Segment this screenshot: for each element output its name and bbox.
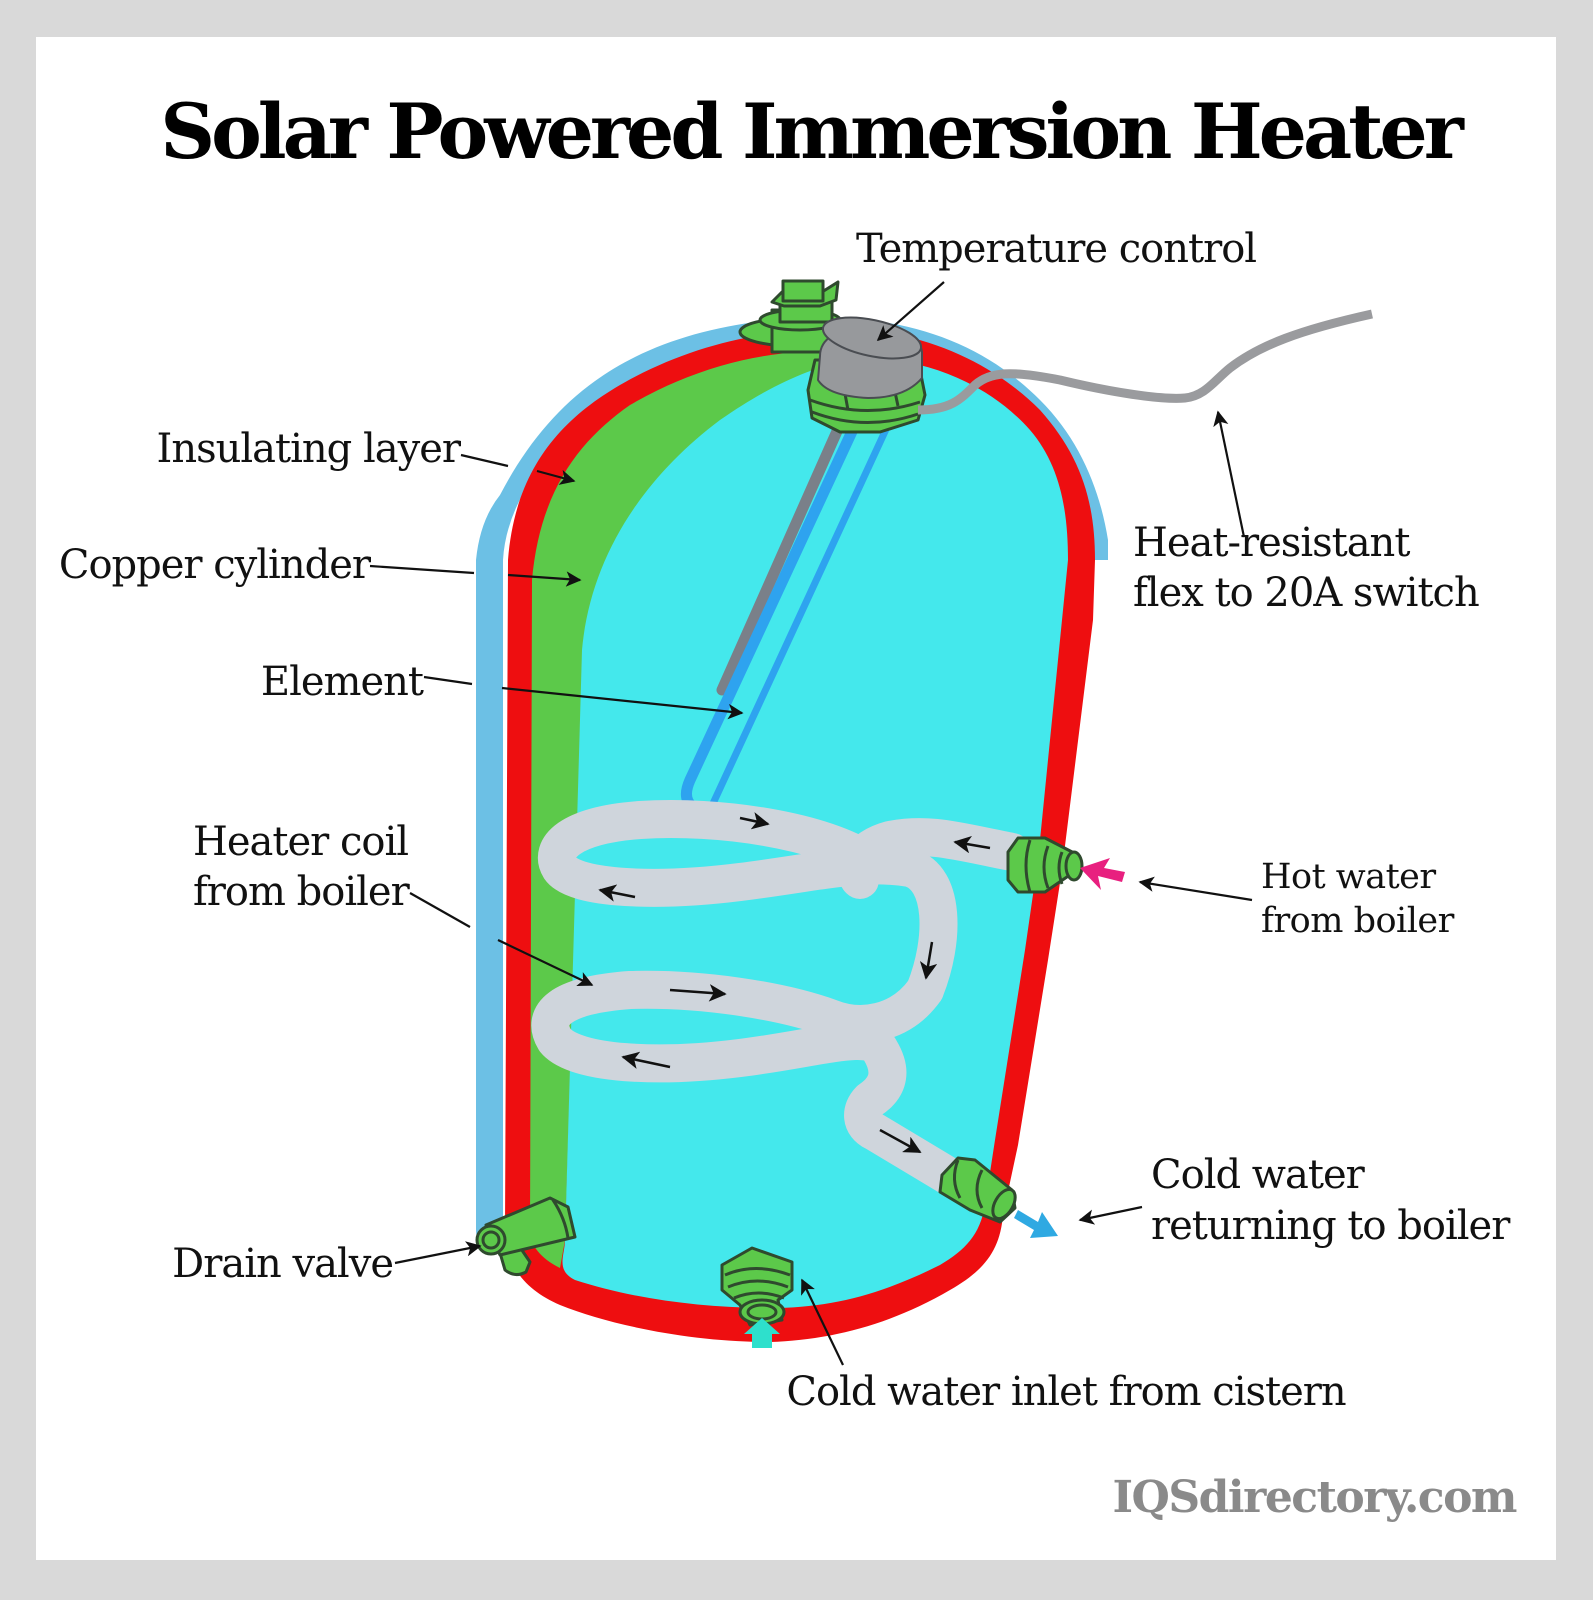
leader-drain-valve: [394, 1241, 482, 1265]
leader-cold-return: [1078, 1205, 1143, 1225]
label-hot-water-line1: Hot water: [1261, 857, 1436, 897]
flow-arrow-icon: [879, 1128, 922, 1154]
flow-arrow-icon: [621, 1051, 671, 1069]
label-heater-coil-line2: from boiler: [193, 869, 411, 915]
cold-return-fitting: [938, 1156, 1017, 1224]
flow-arrow-icon: [953, 836, 991, 854]
cold-water-inlet-arrow-icon: [744, 1318, 780, 1348]
coil-flow-arrows: [598, 812, 991, 1154]
leader-insulating-layer-arrow: [536, 469, 576, 485]
drain-valve-fitting: [475, 1196, 577, 1277]
insulating-layer-shape: [476, 317, 1108, 1251]
watermark: IQSdirectory.com: [1112, 1472, 1516, 1523]
hot-water-inlet-fitting: [1006, 836, 1084, 894]
label-drain-valve: Drain valve: [172, 1241, 393, 1287]
label-insulating-layer: Insulating layer: [157, 426, 462, 472]
cold-return-arrow-icon: [1014, 1210, 1058, 1238]
leader-temperature-control: [876, 281, 945, 342]
leader-element-arrow: [501, 686, 744, 720]
leader-heater-coil-arrow: [497, 939, 594, 986]
label-temperature-control: Temperature control: [856, 226, 1256, 272]
page-title: Solar Powered Immersion Heater: [160, 87, 1464, 176]
flow-arrow-icon: [598, 884, 636, 902]
flow-arrow-icon: [919, 941, 938, 980]
leader-element: [423, 675, 473, 686]
leader-copper-cylinder: [369, 564, 475, 575]
hot-water-in-arrow-icon: [1080, 858, 1125, 890]
heat-resistant-flex-cable: [917, 309, 1373, 415]
label-cold-return-line2: returning to boiler: [1151, 1203, 1511, 1249]
label-cold-water-inlet: Cold water inlet from cistern: [786, 1369, 1346, 1415]
label-cold-return-line1: Cold water: [1151, 1152, 1366, 1198]
label-heater-coil-line1: Heater coil: [193, 819, 408, 865]
inner-lining: [530, 352, 860, 1268]
label-heat-resistant-flex-line2: flex to 20A switch: [1133, 570, 1479, 616]
leader-hot-water: [1138, 876, 1253, 902]
flow-arrow-icon: [739, 812, 770, 830]
label-element: Element: [261, 659, 424, 705]
leader-copper-cylinder-arrow: [507, 571, 582, 587]
leader-cold-water-inlet: [801, 1278, 844, 1366]
flow-arrow-icon: [669, 984, 727, 1002]
leader-heat-resistant-flex: [1213, 410, 1246, 538]
label-copper-cylinder: Copper cylinder: [59, 542, 372, 588]
label-hot-water-line2: from boiler: [1261, 901, 1455, 941]
leader-insulating-layer: [460, 453, 509, 468]
leader-heater-coil: [409, 892, 471, 928]
temperature-control-thermostat: [806, 316, 927, 434]
top-vent-fitting: [738, 279, 852, 354]
label-heat-resistant-flex-line1: Heat-resistant: [1133, 520, 1410, 566]
